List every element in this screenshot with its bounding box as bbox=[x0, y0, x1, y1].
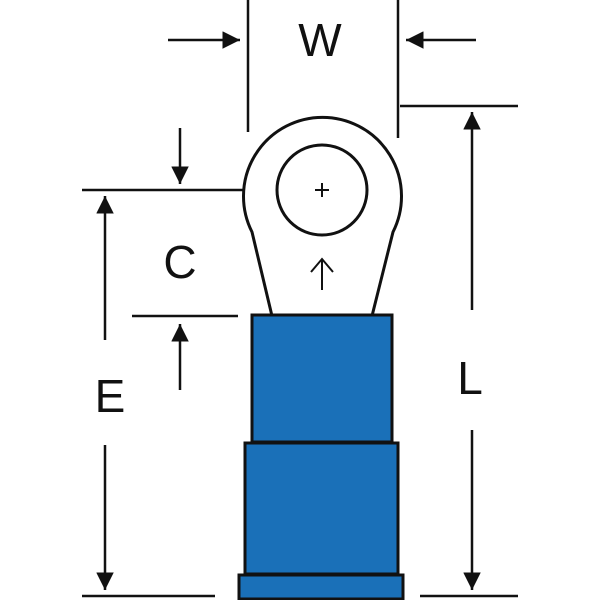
label-e: E bbox=[95, 370, 126, 422]
label-l: L bbox=[457, 352, 483, 404]
insulation-lower bbox=[243, 441, 400, 576]
center-arrow-head bbox=[310, 257, 334, 273]
insulation-base bbox=[237, 573, 405, 600]
label-c: C bbox=[163, 236, 196, 288]
label-w: W bbox=[298, 14, 342, 66]
insulation-upper bbox=[250, 313, 394, 444]
